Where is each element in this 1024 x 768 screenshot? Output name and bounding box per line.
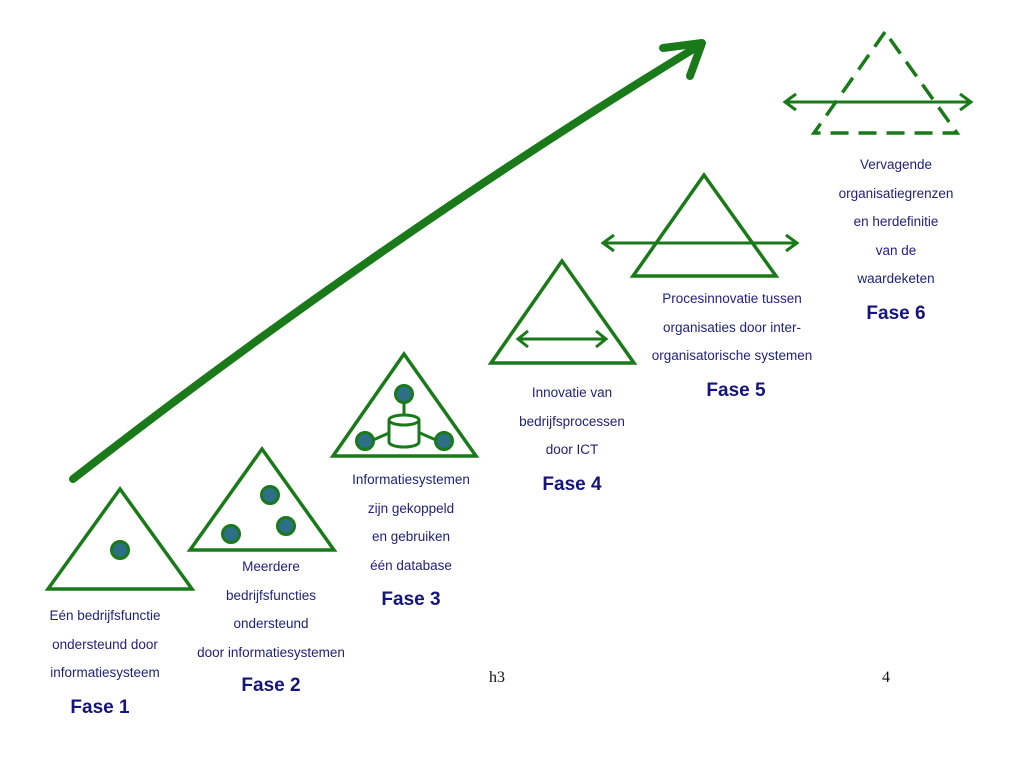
system-node <box>394 384 414 404</box>
double-arrow-icon <box>515 329 609 349</box>
description-line: en gebruiken <box>371 529 451 544</box>
phase-6-title: Fase 6 <box>866 303 926 324</box>
description-line: Innovatie van <box>531 385 613 400</box>
phase-1-description: Eén bedrijfsfunctie ondersteund door inf… <box>20 602 190 688</box>
phase-2-icon <box>186 445 338 552</box>
growth-arrow <box>69 39 706 483</box>
description-line: Vervagende <box>859 157 933 172</box>
system-node <box>276 516 296 536</box>
description-line: ondersteund door <box>52 636 158 652</box>
description-line: bedrijfsfuncties <box>225 587 317 603</box>
phase-4-description: Innovatie van bedrijfsprocessen door ICT <box>487 379 657 465</box>
system-node <box>221 524 241 544</box>
description-line: Meerdere <box>242 559 300 574</box>
description-line: bedrijfsprocessen <box>519 413 625 429</box>
description-line: Informatiesystemen <box>352 472 470 487</box>
phase-3-description: Informatiesystemen zijn gekoppeld en geb… <box>326 466 496 580</box>
description-line: informatiesysteem <box>50 665 160 680</box>
phase-6-icon <box>782 28 974 135</box>
system-node <box>434 431 454 451</box>
phase-6-description: Vervagende organisatiegrenzen en herdefi… <box>806 151 986 294</box>
phase-3-title: Fase 3 <box>381 589 441 610</box>
phase-5-title: Fase 5 <box>706 380 766 401</box>
phase-3-icon <box>329 350 480 458</box>
phase-2-description: Meerdere bedrijfsfuncties ondersteund do… <box>176 553 366 667</box>
description-line: Eén bedrijfsfunctie <box>49 608 161 623</box>
system-node <box>110 540 130 560</box>
double-arrow-icon <box>600 233 800 253</box>
page-number: 4 <box>882 669 890 686</box>
phase-5-icon <box>600 171 800 278</box>
description-line: van de <box>875 242 917 258</box>
description-line: waardeketen <box>857 271 935 286</box>
phase-1-title: Fase 1 <box>70 697 130 718</box>
description-line: organisaties door inter- <box>662 319 802 335</box>
phase-2-title: Fase 2 <box>241 675 301 696</box>
system-node <box>260 485 280 505</box>
phase-5-description: Procesinnovatie tussen organisaties door… <box>627 285 837 371</box>
phase-4-title: Fase 4 <box>542 474 602 495</box>
description-line: Procesinnovatie tussen <box>662 291 802 306</box>
footer-left-label: h3 <box>489 669 505 686</box>
description-line: één database <box>370 557 452 573</box>
description-line: door informatiesystemen <box>197 644 345 660</box>
system-node <box>355 431 375 451</box>
database-icon <box>387 413 421 449</box>
description-line: zijn gekoppeld <box>367 500 455 516</box>
phase-4-icon <box>487 257 638 365</box>
description-line: en herdefinitie <box>853 214 939 229</box>
phase-1-icon <box>44 486 196 591</box>
description-line: ondersteund <box>233 616 309 631</box>
description-line: door ICT <box>545 442 599 457</box>
description-line: organisatorische systemen <box>651 348 813 363</box>
double-arrow-icon <box>782 92 974 112</box>
description-line: organisatiegrenzen <box>838 185 954 201</box>
